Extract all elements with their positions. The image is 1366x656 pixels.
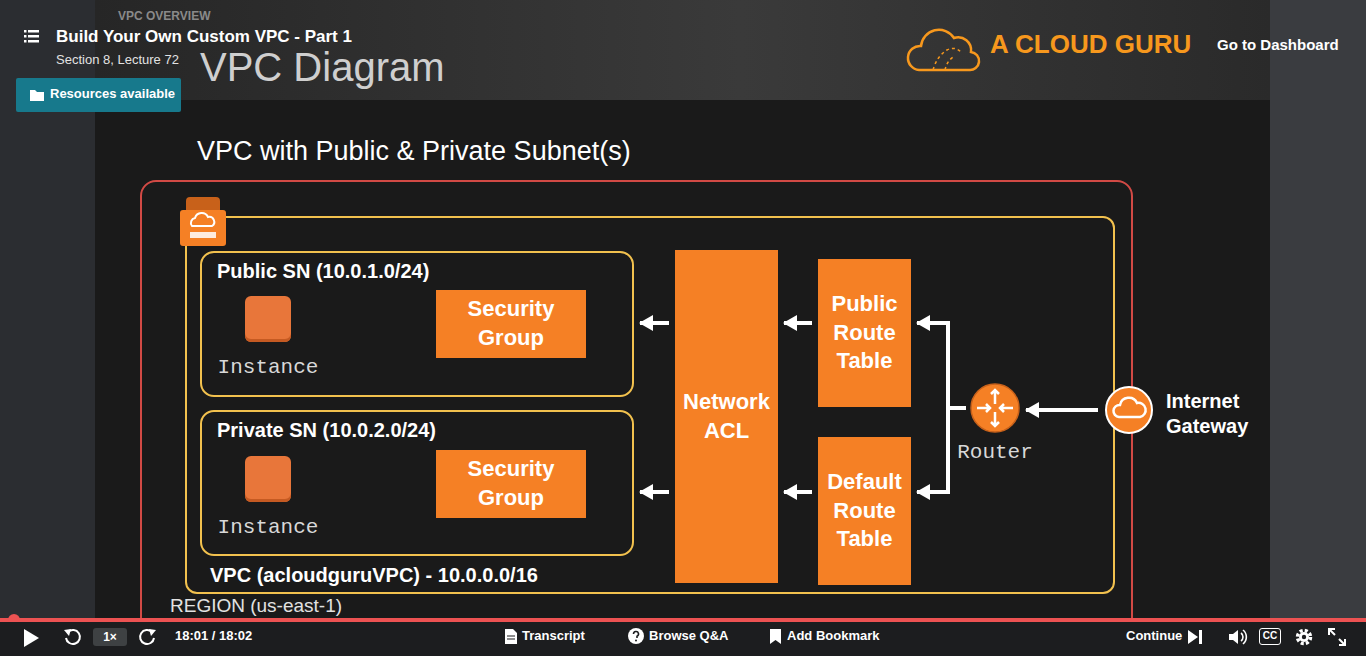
flow-arrow xyxy=(1026,408,1098,412)
time-display: 18:01 / 18:02 xyxy=(175,629,252,644)
flow-arrow xyxy=(640,321,669,325)
folder-icon xyxy=(30,89,44,101)
transcript-button: Transcript xyxy=(522,629,585,644)
settings-icon xyxy=(1294,627,1314,647)
vpc-label: VPC (acloudguruVPC) - 10.0.0.0/16 xyxy=(210,564,538,587)
subnet-label: Public SN (10.0.1.0/24) xyxy=(217,260,429,283)
slide-heading: VPC Diagram xyxy=(200,44,445,90)
gateway-label: Internet Gateway xyxy=(1166,389,1264,439)
menu-icon xyxy=(24,30,39,43)
icon-graphic xyxy=(1104,385,1154,435)
instance-node: Instance xyxy=(211,294,325,390)
vpc-outline: VPC (acloudguruVPC) - 10.0.0.0/16 Public … xyxy=(185,216,1115,594)
router-node: Router xyxy=(950,381,1040,465)
flow-arrow xyxy=(917,323,966,408)
cloud-guru-logo xyxy=(905,24,985,76)
continue-button: Continue xyxy=(1126,629,1182,644)
flow-arrow xyxy=(784,321,812,325)
fullscreen-icon xyxy=(1327,627,1347,647)
instance-icon xyxy=(245,456,291,502)
route-table-label: Default Route Table xyxy=(823,468,906,554)
router-label: Router xyxy=(950,441,1040,465)
security-group-label: Security Group xyxy=(441,295,581,352)
instance-node: Instance xyxy=(211,454,325,550)
captions-button: CC xyxy=(1259,628,1281,645)
flow-arrow xyxy=(640,490,669,494)
skip-next-icon xyxy=(1188,630,1202,644)
security-group-label: Security Group xyxy=(441,455,581,512)
route-table-box: Default Route Table xyxy=(818,437,911,585)
bookmark-icon xyxy=(770,629,781,644)
gateway-icon xyxy=(1104,385,1154,435)
transcript-icon xyxy=(505,629,517,644)
region-label: REGION (us-east-1) xyxy=(170,595,342,617)
region-outline: REGION (us-east-1)VPC (acloudguruVPC) - … xyxy=(140,180,1133,640)
security-group-box: Security Group xyxy=(436,450,586,518)
vpc-icon xyxy=(176,192,230,250)
resources-label: Resources available xyxy=(50,87,175,102)
route-table-box: Public Route Table xyxy=(818,259,911,407)
flow-arrow xyxy=(784,490,812,494)
play-icon xyxy=(22,628,40,648)
instance-icon xyxy=(245,296,291,342)
network-acl-label: Network ACL xyxy=(680,388,773,445)
router-icon xyxy=(970,383,1020,433)
dashboard-link: Go to Dashboard xyxy=(1217,36,1339,53)
instance-label: Instance xyxy=(211,356,325,380)
gateway-node: Internet Gateway xyxy=(1104,383,1266,437)
rewind-icon xyxy=(62,627,82,647)
bookmark-button: Add Bookmark xyxy=(787,629,879,644)
qa-button: Browse Q&A xyxy=(649,629,728,644)
slide-title: VPC with Public & Private Subnet(s) xyxy=(197,136,631,167)
route-table-label: Public Route Table xyxy=(823,290,906,376)
speed-button: 1× xyxy=(93,628,127,646)
slide-section-label: VPC OVERVIEW xyxy=(118,10,210,24)
lecture-number: Section 8, Lecture 72 xyxy=(56,53,179,68)
security-group-box: Security Group xyxy=(436,290,586,358)
right-margin xyxy=(1270,0,1366,622)
volume-icon xyxy=(1228,627,1248,647)
subnet-box: Private SN (10.0.2.0/24) Instance Security… xyxy=(200,410,634,556)
brand-name: A CLOUD GURU xyxy=(990,30,1191,60)
lecture-title: Build Your Own Custom VPC - Part 1 xyxy=(56,27,352,47)
network-acl-box: Network ACL xyxy=(675,250,778,583)
forward-icon xyxy=(138,627,158,647)
subnet-label: Private SN (10.0.2.0/24) xyxy=(217,419,436,442)
question-icon xyxy=(628,628,644,644)
subnet-box: Public SN (10.0.1.0/24) Instance Security … xyxy=(200,251,634,397)
icon-graphic xyxy=(970,383,1020,433)
instance-label: Instance xyxy=(211,516,325,540)
